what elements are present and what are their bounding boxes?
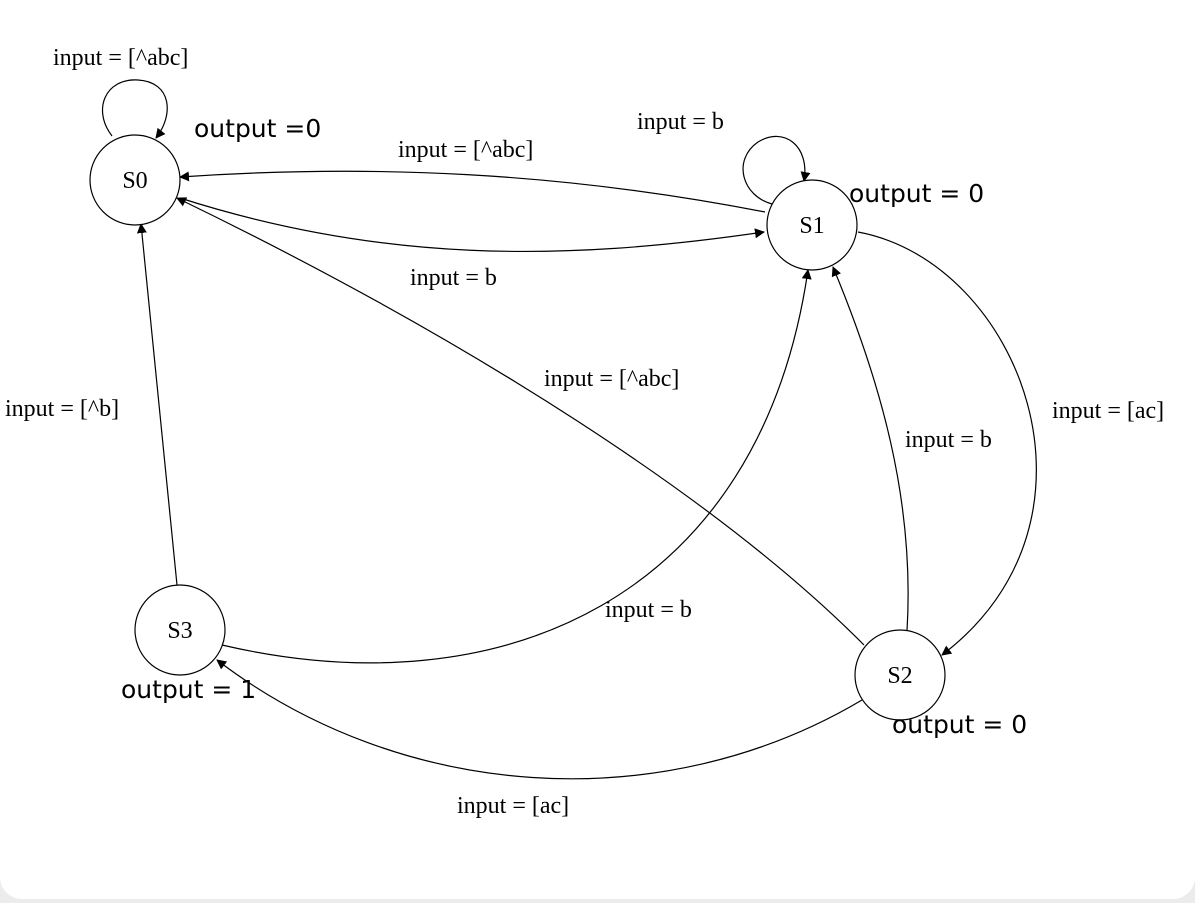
- state-s1-label: S1: [799, 213, 824, 239]
- edge-s1-s1: [742, 135, 811, 205]
- state-s3: S3: [134, 584, 226, 676]
- state-s2: S2: [854, 629, 946, 721]
- state-s0-label: S0: [122, 168, 147, 194]
- edge-s2-s1: [831, 266, 909, 632]
- state-s1: S1: [766, 179, 858, 271]
- edge-s3-s1: [221, 269, 812, 664]
- state-s0: S0: [89, 134, 181, 226]
- edge-label-s1-s2: input = [ac]: [1052, 398, 1164, 424]
- edge-s1-s0: [179, 170, 766, 213]
- edge-label-s0-s0: input = [^abc]: [53, 45, 188, 71]
- state-s2-label: S2: [887, 663, 912, 689]
- edge-label-s1-s1: input = b: [637, 109, 724, 135]
- edge-s0-s0: [102, 79, 168, 139]
- edge-label-s1-s0: input = [^abc]: [398, 137, 533, 163]
- edge-label-s3-s0: input = [^b]: [5, 396, 119, 422]
- edge-label-s2-s0: input = [^abc]: [544, 366, 679, 392]
- output-label-s3: output = 1: [121, 675, 256, 704]
- output-label-s0: output =0: [194, 114, 321, 143]
- edge-label-s2-s3: input = [ac]: [457, 793, 569, 819]
- edge-s2-s3: [216, 659, 863, 780]
- edge-s1-s2: [857, 231, 1037, 656]
- edge-label-s3-s1: input = b: [605, 597, 692, 623]
- edge-s2-s0: [176, 197, 865, 646]
- output-label-s1: output = 0: [849, 179, 984, 208]
- output-label-s2: output = 0: [892, 710, 1027, 739]
- state-s3-label: S3: [167, 618, 192, 644]
- edge-s0-s1: [179, 197, 765, 253]
- edge-label-s0-s1: input = b: [410, 265, 497, 291]
- edge-label-s2-s1: input = b: [905, 427, 992, 453]
- edge-s3-s0: [136, 223, 178, 586]
